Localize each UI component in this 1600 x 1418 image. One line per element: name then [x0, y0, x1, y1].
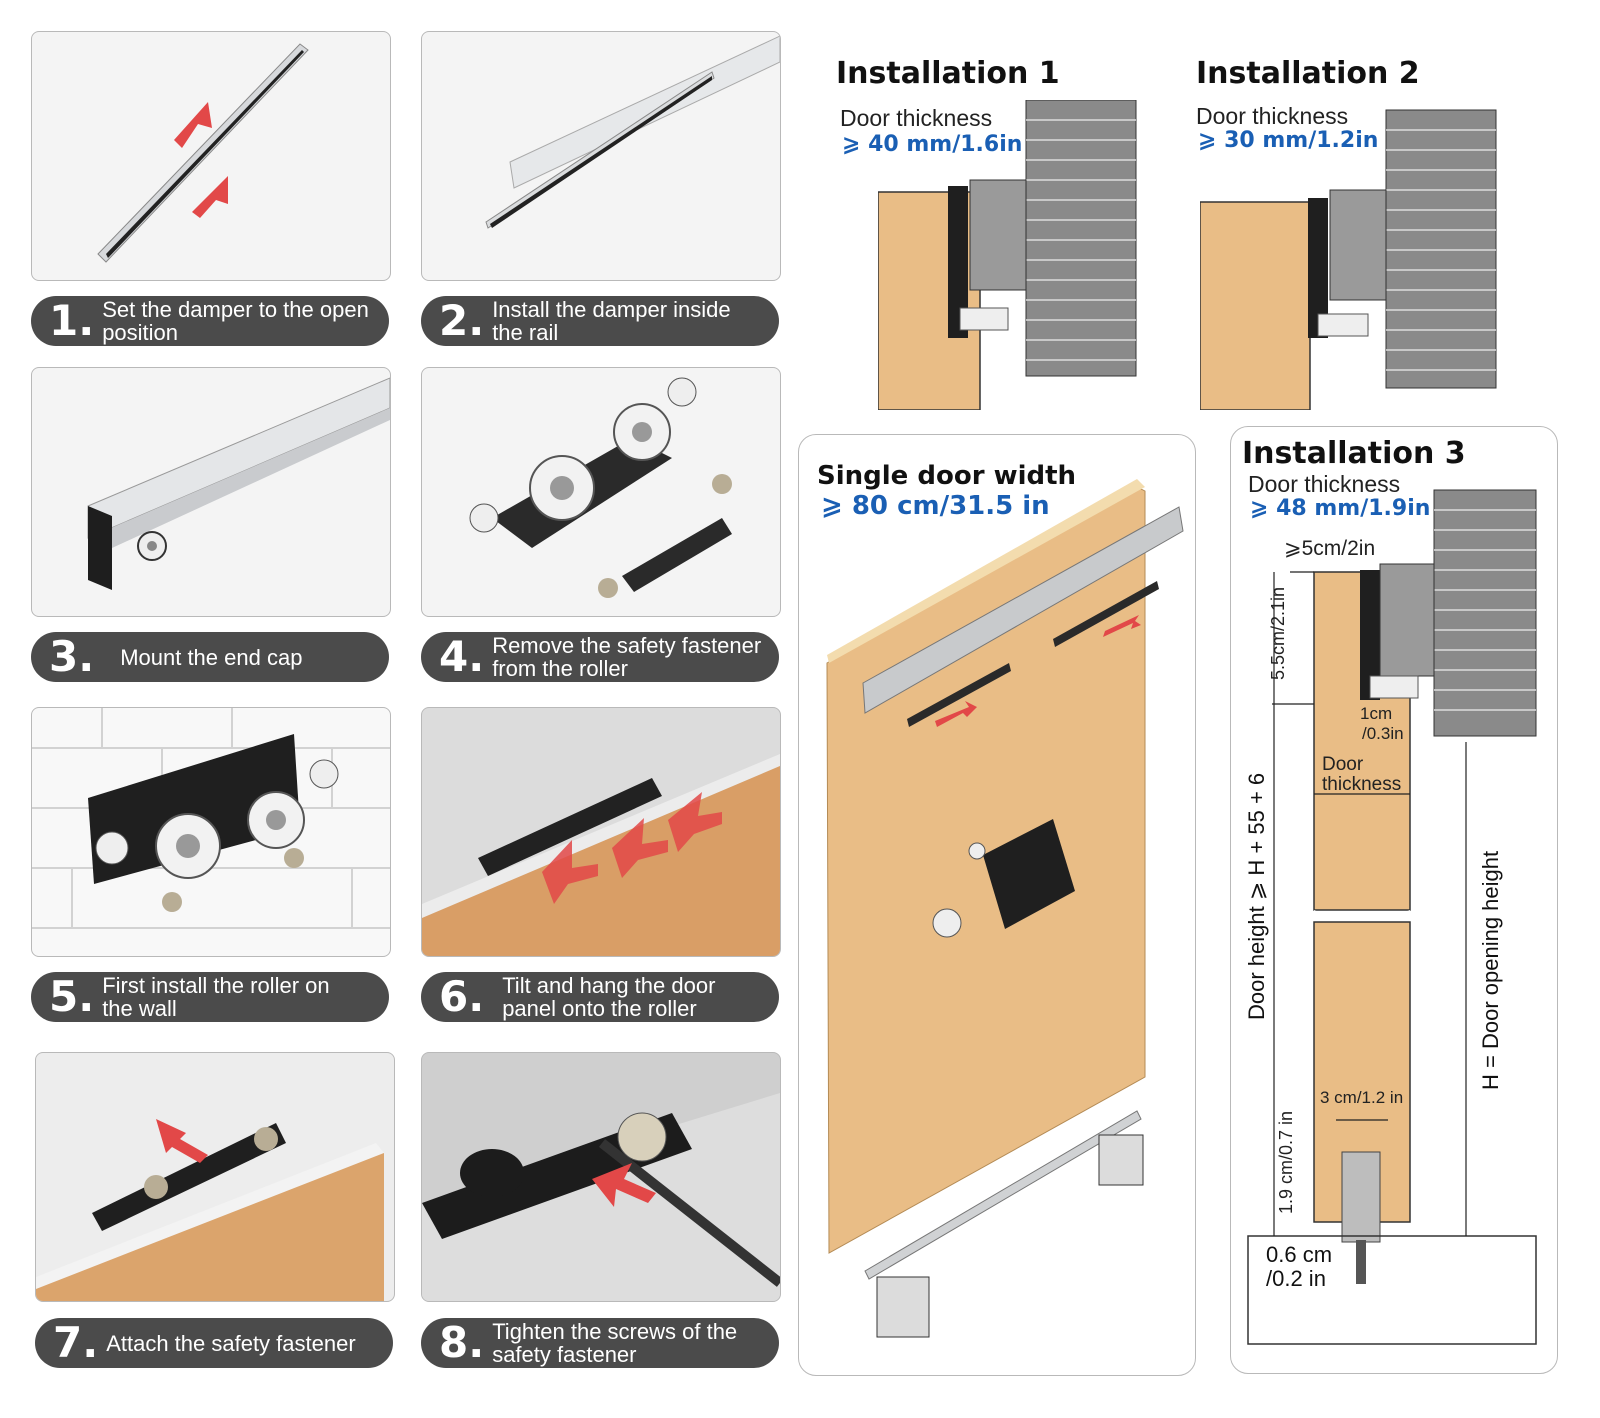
step-7-image [35, 1052, 395, 1302]
installation-1-diagram [878, 100, 1137, 410]
dim-opening-height: H = Door opening height [1478, 850, 1503, 1090]
step-3-caption: 3. Mount the end cap [31, 632, 389, 682]
door-width-label: Single door width [817, 461, 1077, 491]
installation-2-value: ⩾ 30 mm/1.2in [1198, 128, 1379, 153]
step-1-image [31, 31, 391, 281]
dim-55: 5.5cm/2.1in [1268, 586, 1288, 680]
installation-1-value: ⩾ 40 mm/1.6in [842, 132, 1023, 157]
dim-door-thickness-a: Door [1322, 754, 1364, 775]
step-7-caption: 7. Attach the safety fastener [35, 1318, 393, 1368]
door-exploded-view [826, 479, 1184, 1338]
installation-3-label: Door thickness [1248, 471, 1401, 497]
door-width-panel: Single door width ⩾ 80 cm/31.5 in [798, 434, 1196, 1376]
step-3-image [31, 367, 391, 617]
installation-2-label: Door thickness [1196, 103, 1349, 129]
installation-2-title: Installation 2 [1196, 56, 1420, 91]
step-2-image [421, 31, 781, 281]
installation-3-diagram [1247, 489, 1537, 1345]
dim-1-9cm: 1.9 cm/0.7 in [1276, 1110, 1296, 1214]
installation-3-value: ⩾ 48 mm/1.9in [1250, 496, 1431, 521]
installation-3-title: Installation 3 [1242, 436, 1466, 471]
installation-1-title: Installation 1 [836, 56, 1060, 91]
door-width-value: ⩾ 80 cm/31.5 in [821, 491, 1050, 521]
installation-1-label: Door thickness [840, 105, 993, 131]
dim-door-thickness-b: thickness [1322, 774, 1402, 795]
dim-1cm-a: 1cm [1360, 704, 1393, 723]
dim-door-height: Door height ⩾ H + 55 + 6 [1244, 772, 1269, 1020]
step-8-image [421, 1052, 781, 1302]
dim-0-6cm-b: /0.2 in [1266, 1266, 1326, 1291]
dim-gap-top: ⩾5cm/2in [1284, 537, 1376, 560]
installation-2-diagram [1200, 109, 1497, 410]
step-4-image [421, 367, 781, 617]
dim-3cm: 3 cm/1.2 in [1320, 1088, 1404, 1107]
dim-1cm-b: /0.3in [1362, 724, 1404, 743]
step-5-image [31, 707, 391, 957]
dim-0-6cm-a: 0.6 cm [1266, 1242, 1333, 1267]
step-6-image [421, 707, 781, 957]
